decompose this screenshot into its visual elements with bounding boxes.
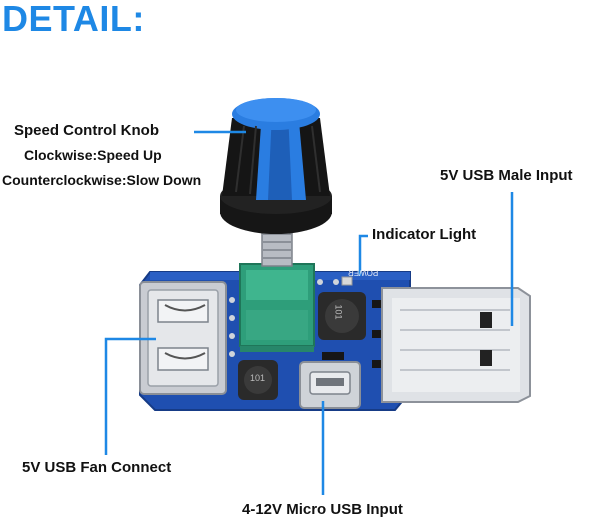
smd-components bbox=[322, 300, 386, 368]
inductor-large bbox=[318, 292, 366, 340]
micro-usb-port bbox=[299, 361, 361, 409]
label-speed-control-knob: Speed Control Knob bbox=[14, 122, 159, 139]
callout-lines bbox=[104, 130, 514, 495]
inductor-2-label: 101 bbox=[250, 373, 266, 383]
speed-control-knob bbox=[220, 98, 332, 234]
pcb-solder-pads bbox=[229, 279, 339, 357]
inductor-small bbox=[238, 360, 278, 400]
callout-line-fan bbox=[104, 337, 156, 455]
inductor-1-label: 101 bbox=[333, 304, 344, 320]
page-title: DETAIL: bbox=[2, 0, 145, 39]
callout-line-indicator bbox=[358, 234, 368, 276]
label-usb-male-input: 5V USB Male Input bbox=[440, 167, 573, 184]
label-indicator-light: Indicator Light bbox=[372, 226, 477, 243]
board-silkscreen-power: POWER bbox=[348, 268, 379, 277]
usb-female-port bbox=[139, 281, 227, 395]
label-usb-fan-connect: 5V USB Fan Connect bbox=[22, 459, 172, 476]
indicator-led bbox=[341, 276, 353, 286]
label-micro-usb-input: 4-12V Micro USB Input bbox=[242, 501, 403, 518]
label-clockwise: Clockwise:Speed Up bbox=[24, 147, 162, 163]
label-counterclockwise: Counterclockwise:Slow Down bbox=[2, 172, 202, 188]
usb-male-connector bbox=[381, 287, 531, 403]
potentiometer bbox=[239, 263, 315, 352]
